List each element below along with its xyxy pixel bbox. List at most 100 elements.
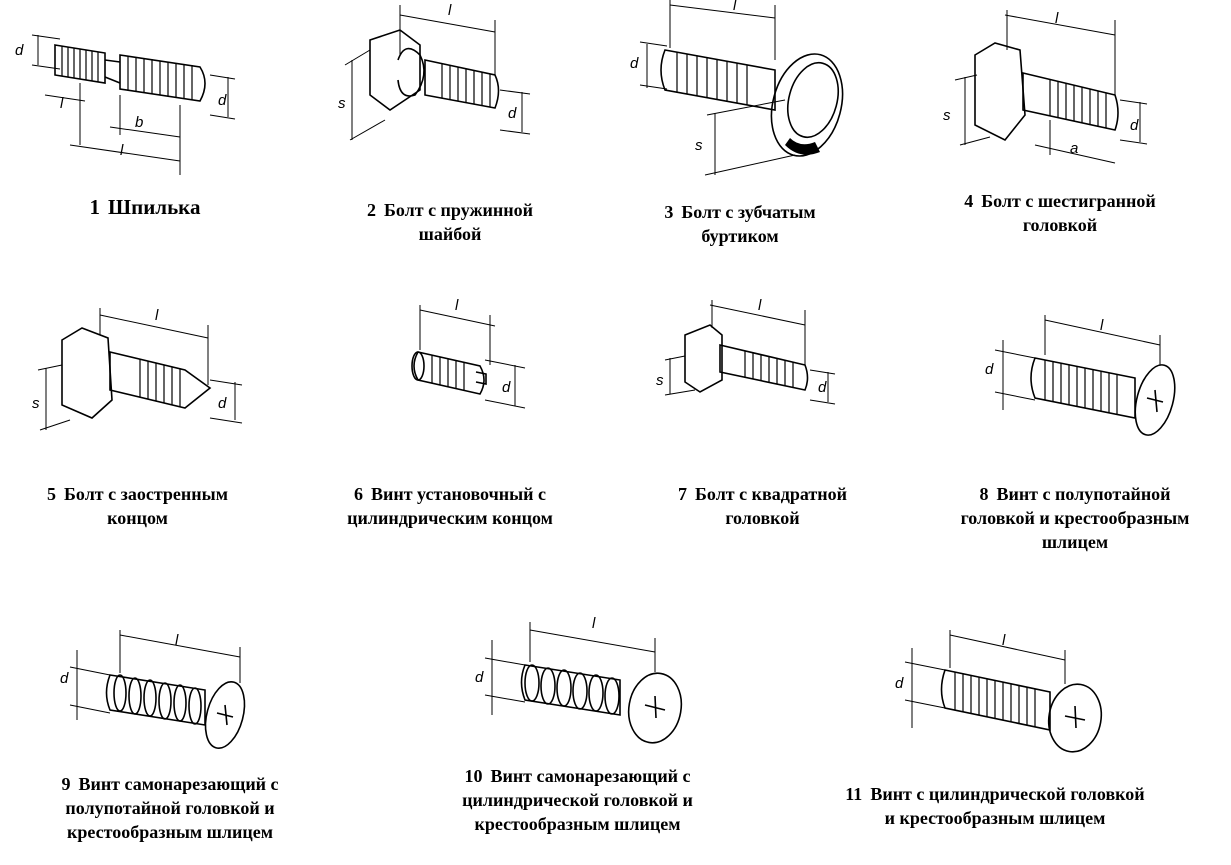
dim-l-label: l [592, 615, 596, 632]
self-tapping-thread [113, 674, 202, 725]
dim-d-label: d [895, 675, 904, 692]
bolt-shank [719, 343, 809, 391]
set-screw-body [413, 351, 485, 395]
countersunk-head [204, 681, 246, 749]
dim-b-label: b [135, 114, 143, 131]
dim-d-label: d [630, 55, 639, 72]
dim-l-label: l [1055, 10, 1059, 27]
figure-2-drawing: l s d [338, 2, 531, 141]
caption-line: цилиндрическим концом [347, 508, 553, 528]
bolt-shank [660, 49, 776, 111]
screw-thread [954, 672, 1036, 727]
dimension-lines [484, 622, 656, 715]
caption-line: Винт с полупотайной [996, 484, 1171, 504]
caption-line: Винт установочный с [370, 484, 547, 504]
caption-line: полупотайной головкой и [65, 798, 275, 818]
dim-a-label: a [1070, 140, 1078, 157]
dim-l-label: l [448, 2, 452, 19]
caption-line: шлицем [1041, 532, 1109, 552]
caption-line: Болт с квадратной [695, 484, 847, 504]
figure-6-caption: 6 Винт установочный с цилиндрическим конц… [315, 482, 585, 530]
cross-slot [644, 695, 666, 719]
screw-thread [431, 355, 465, 391]
caption-line: буртиком [701, 226, 779, 246]
bolt-shank [424, 59, 500, 109]
dim-l-label: l [758, 297, 762, 314]
figure-6-drawing: l d [411, 297, 526, 409]
figure-10-drawing: l d [475, 615, 683, 744]
cross-slot [1064, 705, 1086, 729]
dimension-lines [954, 10, 1148, 164]
dim-l-label: l [120, 142, 124, 159]
cylindrical-head [1047, 683, 1103, 753]
figure-5-caption: 5 Болт с заостренным концом [15, 482, 260, 530]
figure-number: 5 [47, 484, 57, 504]
caption-line: шайбой [418, 224, 482, 244]
figure-number: 10 [464, 766, 483, 786]
countersunk-head [1134, 364, 1176, 436]
caption-line: головкой [725, 508, 800, 528]
set-screw-end [411, 351, 425, 381]
dim-d-label: d [1130, 117, 1139, 134]
caption-line: Болт с заостренным [64, 484, 228, 504]
caption-line: цилиндрической головкой и [462, 790, 693, 810]
figure-number: 2 [366, 200, 376, 220]
figure-number: 9 [61, 774, 71, 794]
dim-s-label: s [656, 372, 664, 389]
hex-head [974, 42, 1026, 142]
dimension-lines [639, 0, 796, 176]
bolt-shank [1022, 71, 1119, 131]
square-head [684, 324, 723, 393]
dim-d-label: d [818, 379, 827, 396]
figure-number: 8 [979, 484, 989, 504]
figure-8-caption: 8 Винт с полупотайной головкой и крестооб… [925, 482, 1225, 554]
figure-number: 6 [353, 484, 363, 504]
screw-shank [105, 674, 206, 726]
caption-line: головкой [1022, 215, 1098, 235]
figure-number: 11 [845, 784, 863, 804]
cross-slot [216, 704, 234, 726]
dimension-lines [994, 315, 1161, 410]
dim-d-label: d [15, 42, 24, 59]
dim-d-label: d [508, 105, 517, 122]
screw-shank [520, 664, 621, 716]
caption-line: Болт с шестигранной [981, 191, 1156, 211]
caption-line: крестообразным шлицем [67, 822, 273, 842]
dimension-lines [664, 300, 836, 405]
caption-line: Болт с зубчатым [681, 202, 816, 222]
dim-s-label: s [32, 395, 40, 412]
dim-d-label: d [218, 395, 227, 412]
screw-shank [1030, 357, 1136, 419]
hex-head [369, 29, 421, 111]
dim-d-label: d [218, 92, 227, 109]
caption-line: головкой и крестообразным [960, 508, 1190, 528]
hex-head [61, 327, 113, 419]
figure-5-drawing: l s d [32, 307, 243, 431]
figure-9-drawing: l d [60, 630, 246, 749]
bolt-thread [1049, 79, 1107, 128]
dim-d-label: d [475, 669, 484, 686]
caption-line: концом [107, 508, 168, 528]
self-tapping-thread [524, 664, 620, 715]
dim-s-label: s [943, 107, 951, 124]
bolt-shank [109, 350, 212, 409]
figure-number: 7 [678, 484, 688, 504]
spring-washer [397, 47, 425, 97]
figure-11-drawing: l d [895, 630, 1103, 753]
bolt-thread [744, 351, 794, 388]
figure-1-drawing: d l b l d [15, 34, 236, 175]
dim-l-label: l [733, 0, 737, 14]
dim-d-label: d [502, 379, 511, 396]
screw-shank [940, 669, 1051, 731]
dim-l-label: l [1100, 317, 1104, 334]
dim-l-label: l [1002, 632, 1006, 649]
dim-s-label: s [338, 95, 346, 112]
cylindrical-head [627, 672, 683, 744]
dim-s-label: s [695, 137, 703, 154]
